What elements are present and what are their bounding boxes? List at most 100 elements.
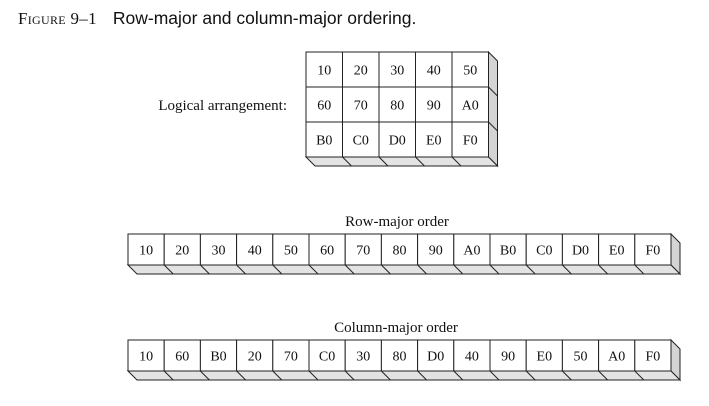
logical-cell-label: 60 (317, 99, 331, 114)
column-major-cell-label: 30 (356, 350, 370, 365)
column-major-cell-label: 80 (393, 350, 407, 365)
column-major-cell (634, 339, 672, 372)
logical-cell-label: 20 (354, 64, 368, 79)
logical-side-divider (488, 86, 498, 97)
row-major-cell (634, 233, 672, 266)
logical-cell-label: 30 (390, 64, 404, 79)
column-major-bottom-divider (453, 370, 464, 381)
logical-cell-label: A0 (462, 99, 479, 114)
column-major-cell-label: C0 (319, 350, 335, 365)
row-major-cell-label: 10 (139, 244, 153, 259)
column-major-bottom-divider (417, 370, 427, 381)
row-major-cell-label: D0 (572, 244, 589, 259)
logical-cell-label: 10 (317, 64, 331, 79)
column-major-cell-label: 90 (501, 350, 515, 365)
logical-cell-label: 40 (427, 64, 441, 79)
logical-cell-label: D0 (389, 134, 406, 149)
row-major-cell-label: 20 (175, 244, 189, 259)
logical-cell (378, 86, 416, 123)
logical-cell (451, 51, 489, 88)
logical-cell-label: B0 (316, 134, 332, 149)
row-major-bottom-divider (634, 264, 645, 275)
column-major-bottom-divider (381, 370, 391, 381)
column-major-cell-label: D0 (427, 350, 444, 365)
logical-cell-label: 90 (427, 99, 441, 114)
column-major-cell-label: 70 (284, 350, 298, 365)
column-major-cell-label: 50 (574, 350, 588, 365)
column-major-cell (163, 339, 201, 372)
row-major-cell-label: A0 (463, 244, 480, 259)
logical-cell-label: 50 (463, 64, 477, 79)
row-major-cell-label: E0 (609, 244, 625, 259)
row-major-bottom-divider (598, 264, 608, 275)
column-major-cell-label: A0 (608, 350, 625, 365)
row-major-cell (380, 233, 419, 266)
row-major-bottom-divider (308, 264, 319, 275)
column-major-cell-label: F0 (646, 350, 661, 365)
logical-cell (415, 121, 453, 158)
column-major-title: Column-major order (334, 320, 458, 336)
row-major-cell-label: B0 (500, 244, 516, 259)
column-major-cell-label: E0 (537, 350, 553, 365)
row-major-cell (163, 233, 201, 266)
column-major-bottom-divider (634, 370, 645, 381)
logical-cell-label: 70 (354, 99, 368, 114)
column-major-cell (525, 339, 563, 372)
column-major-bottom-divider (236, 370, 246, 381)
column-major-cell-label: B0 (210, 350, 226, 365)
row-major-cell-label: 90 (429, 244, 443, 259)
figure-label: Figure 9–1 (18, 9, 97, 28)
logical-cell (415, 51, 453, 88)
logical-bottom-divider (342, 156, 352, 167)
column-major-bottom-divider (272, 370, 283, 381)
column-major-bottom-face (126, 370, 682, 381)
column-major-cell (308, 339, 346, 372)
row-major-bottom-divider (525, 264, 536, 275)
logical-cell-label: 80 (390, 99, 404, 114)
row-major-bottom-divider (489, 264, 500, 275)
logical-cell-label: E0 (426, 134, 442, 149)
row-major-cell (236, 233, 274, 266)
column-major-bottom-divider (344, 370, 355, 381)
column-major-bottom-divider (308, 370, 319, 381)
logical-cell (342, 51, 380, 88)
column-major-cell (453, 339, 491, 372)
logical-cell-label: F0 (463, 134, 478, 149)
row-major-bottom-divider (236, 264, 246, 275)
row-major-bottom-divider (417, 264, 427, 275)
column-major-cell-label: 60 (175, 350, 189, 365)
logical-bottom-divider (378, 156, 389, 167)
row-major-cell-label: F0 (646, 244, 661, 259)
column-major-cell (236, 339, 274, 372)
logical-side-divider (488, 121, 498, 132)
column-major-bottom-divider (562, 370, 572, 381)
logical-arrangement-label: Logical arrangement: (158, 98, 287, 114)
column-major-cell (417, 339, 455, 372)
column-major-cell-label: 20 (248, 350, 262, 365)
row-major-cell (598, 233, 636, 266)
logical-bottom-divider (451, 156, 462, 167)
row-major-bottom-face (126, 264, 682, 275)
row-major-cell-label: 50 (284, 244, 298, 259)
column-major-cell-label: 10 (139, 350, 153, 365)
row-major-bottom-divider (163, 264, 174, 275)
logical-bottom-divider (415, 156, 425, 167)
row-major-cell-label: 80 (393, 244, 407, 259)
column-major-cell (272, 339, 310, 372)
logical-cell-label: C0 (353, 134, 369, 149)
column-major-cell-label: 40 (465, 350, 479, 365)
row-major-bottom-divider (562, 264, 572, 275)
logical-cell (451, 86, 489, 123)
column-major-strip: 10 60 B0 20 70 C0 30 80 D0 40 90 E0 50 A0 F0 (126, 338, 682, 382)
column-major-cell (199, 339, 238, 372)
row-major-cell (344, 233, 382, 266)
column-major-bottom-divider (163, 370, 174, 381)
row-major-bottom-divider (272, 264, 283, 275)
row-major-cell (453, 233, 491, 266)
row-major-bottom-divider (453, 264, 464, 275)
logical-cell (342, 121, 380, 158)
column-major-cell (127, 339, 165, 372)
